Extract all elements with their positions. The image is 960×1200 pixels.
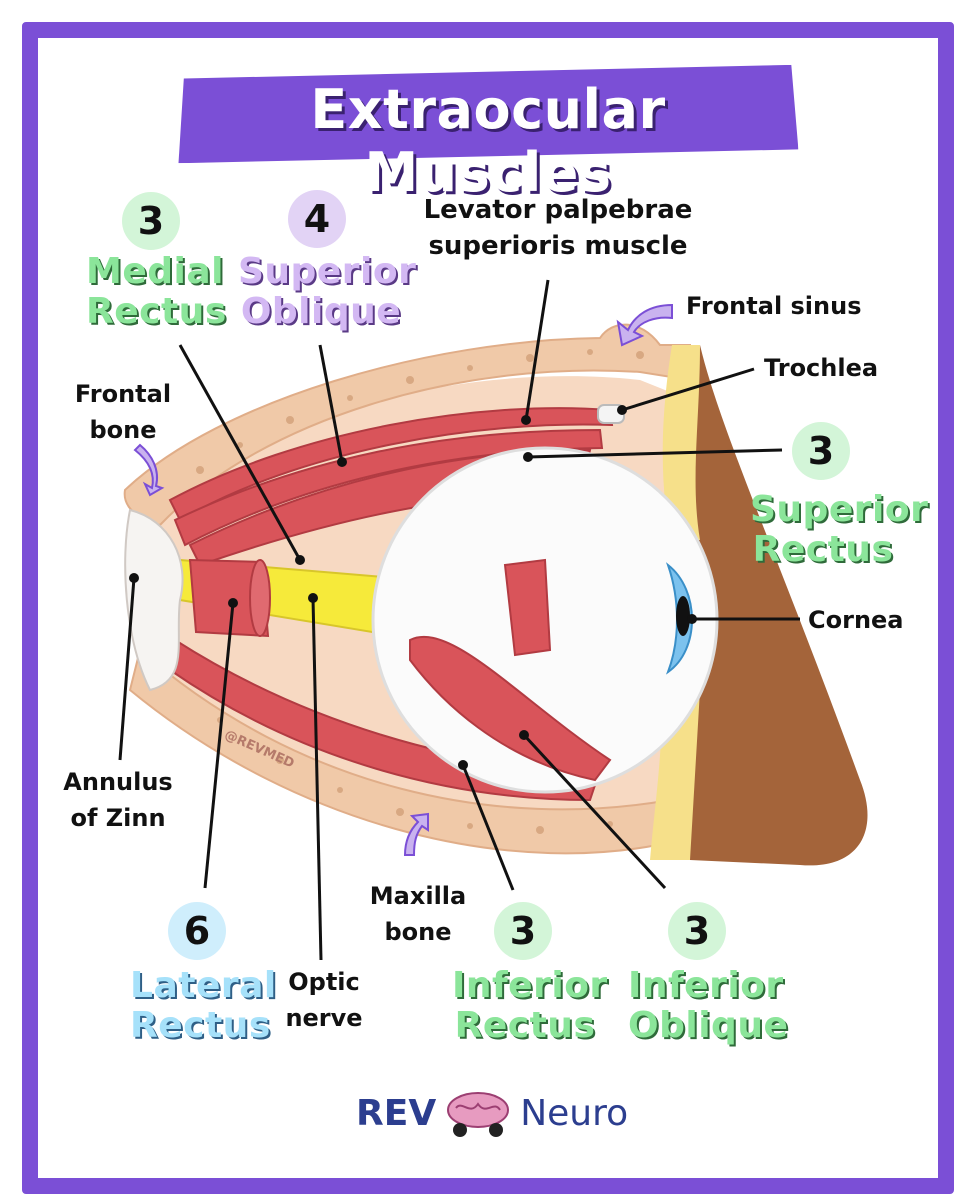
superior-rectus-line1: Superior [750,489,929,530]
lateral-rectus-shape [188,558,270,638]
lateral-rectus-line2: Rectus [130,1005,271,1046]
inferior-oblique-line2: Oblique [628,1005,789,1046]
levator-label: Levator palpebrae superioris muscle [408,192,708,264]
medial-rectus-label: Medial Rectus [86,251,227,332]
maxilla-bone-line1: Maxilla [369,882,467,910]
pointer-arrows [133,303,673,856]
logo-rev-text: REV [356,1092,437,1134]
cornea-label: Cornea [808,606,904,634]
inferior-rectus-label: Inferior Rectus [452,965,608,1046]
superior-oblique-line2: Oblique [240,291,402,332]
inferior-rectus-badge: 3 [494,902,552,960]
medial-rectus-badge: 3 [122,192,180,250]
medial-rectus-insertion [503,558,552,657]
lateral-rectus-cut [249,559,271,637]
superior-rectus-line2: Rectus [752,529,894,570]
annulus-label: Annulus of Zinn [62,764,174,836]
inferior-rectus-line1: Inferior [452,965,608,1006]
maxilla-bone-label: Maxilla bone [360,878,476,950]
maxilla-bone-arrow [403,812,429,856]
superior-oblique-label: Superior Oblique [238,251,417,332]
medial-rectus-line1: Medial [86,251,224,292]
frontal-bone-label: Frontal bone [68,376,178,448]
inferior-oblique-line1: Inferior [628,965,784,1006]
brain-car-icon [447,1092,510,1137]
nose-skin [690,345,868,866]
optic-nerve-line1: Optic [288,968,360,996]
inferior-oblique-label: Inferior Oblique [628,965,789,1046]
page-title: Extraocular Muscles [310,78,666,204]
leader-dots [129,405,697,770]
lateral-rectus-label: Lateral Rectus [130,965,277,1046]
levator-muscle-shape [168,407,614,522]
superior-rectus-label: Superior Rectus [750,489,929,570]
medial-rectus-line2: Rectus [86,291,227,332]
superior-oblique-badge: 4 [288,190,346,248]
frontal-bone-arrow [133,443,165,497]
frontal-sinus-label: Frontal sinus [686,292,862,320]
rev-neuro-logo: REV Neuro [356,1088,628,1138]
optic-nerve-label: Optic nerve [276,964,372,1036]
logo-neuro-text: Neuro [520,1092,629,1134]
annulus-line1: Annulus [63,768,173,796]
levator-label-line2: superioris muscle [428,231,688,261]
annulus-line2: of Zinn [70,804,166,832]
levator-label-line1: Levator palpebrae [423,195,693,225]
annulus-shape [124,508,184,692]
inferior-oblique-shape [409,635,612,782]
inferior-rectus-line2: Rectus [454,1005,596,1046]
leader-lines [118,279,800,961]
lateral-rectus-badge: 6 [168,902,226,960]
maxilla-bone-line2: bone [384,918,452,946]
lateral-rectus-line1: Lateral [130,965,277,1006]
optic-nerve-line2: nerve [285,1004,363,1032]
superior-oblique-line1: Superior [238,251,417,292]
frontal-bone-line2: bone [89,416,157,444]
superior-rectus-badge: 3 [792,422,850,480]
inferior-oblique-badge: 3 [668,902,726,960]
frontal-bone-line1: Frontal [74,380,172,408]
pupil [676,596,690,636]
trochlea-label: Trochlea [764,354,879,382]
frontal-sinus-arrow [616,303,673,347]
